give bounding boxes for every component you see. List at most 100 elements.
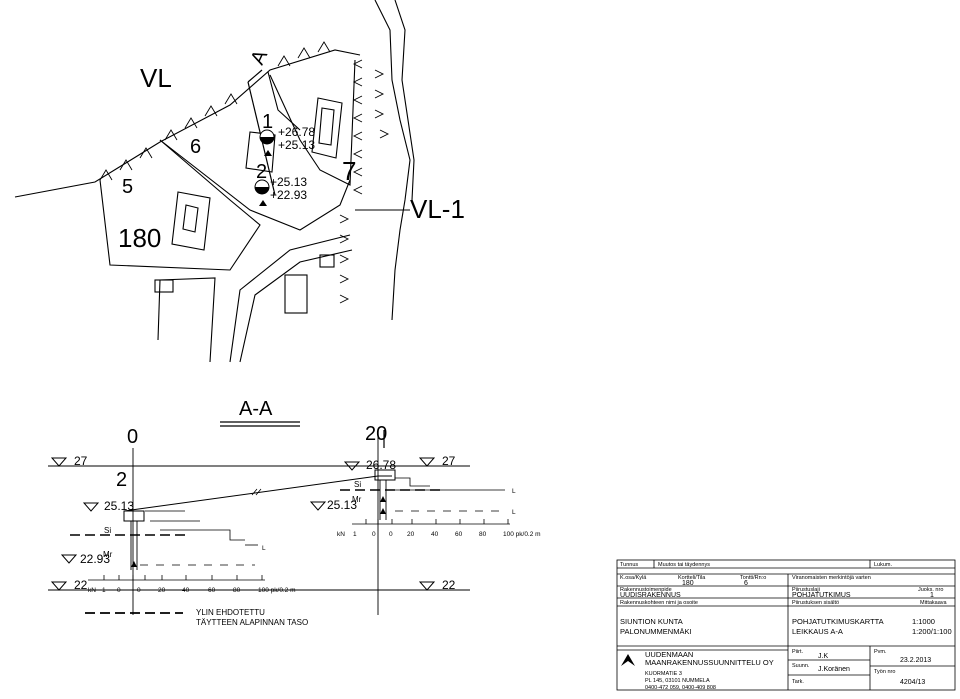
plot-boundary-upper [14, 49, 361, 198]
tb-tontti-label: Tontti/Rn:o [740, 575, 766, 581]
bh1-scale-1: 1 [353, 531, 357, 538]
bh2-surface-label: 25.13 [104, 499, 134, 513]
tb-juoks-label: Juoks. nro [918, 587, 943, 593]
lot-divider [159, 139, 351, 231]
tb-pvm-label: Pvm. [874, 649, 887, 655]
tb-juoks-value: 1 [930, 592, 934, 599]
borehole-1-symbol [259, 129, 275, 156]
bh2-refusal-sup: Mr [103, 550, 113, 559]
tb-tontti-value: 6 [744, 580, 748, 587]
bh1-scale-100: 100 pk/0.2 m [503, 531, 541, 538]
bh2-surface-marker [82, 502, 100, 512]
bh1-surface-label: 26.78 [366, 458, 396, 472]
tb-tyon-label: Työn nro [874, 669, 895, 675]
tb-kortteli-label: Kortteli/Tila [678, 575, 706, 581]
bh1-refusal-label: 25.13 [327, 498, 357, 512]
shed-2 [284, 274, 308, 314]
tb-sisalto-line-2: LEIKKAUS A-A [792, 627, 843, 636]
tb-kosa-label: K.osa/Kylä [620, 575, 647, 581]
tb-kohde-line-1: SIUNTION KUNTA [620, 617, 683, 626]
borehole-2-symbol [254, 179, 270, 206]
legend-line-1: YLIN EHDOTETTU [196, 608, 265, 617]
tb-address-line-1: KUORMATIE 3 [645, 671, 682, 677]
level-27-right-label: 27 [442, 454, 456, 468]
tb-scale-line-2: 1:200/1:100 [912, 627, 952, 636]
section-point-2-label: 2 [116, 469, 127, 491]
plot-boundary-main [99, 139, 261, 271]
stream-line-2 [394, 0, 415, 201]
lot-7-boundary [269, 59, 356, 186]
title-block [616, 559, 956, 691]
section-marker-arrow [247, 69, 263, 83]
road-edge-3 [239, 249, 353, 363]
tb-suunn-label: Suunn. [792, 663, 810, 669]
bh2-scale-0a: 0 [117, 587, 121, 594]
lot-5-label: 5 [122, 176, 133, 198]
bh1-arrow-2 [380, 508, 386, 514]
bh2-soil-label: Si [104, 526, 111, 535]
section-title: A-A [239, 398, 273, 420]
bh2-arrow-1 [131, 561, 137, 567]
bh2-profile-steps [145, 510, 245, 541]
bh1-scale-ticks [365, 519, 509, 524]
slope-symbols [99, 41, 390, 304]
company-logo-icon [621, 654, 635, 666]
shed-3 [319, 254, 335, 268]
tb-tunnus-label: Tunnus [620, 562, 638, 568]
bh2-scale-60: 60 [208, 587, 216, 594]
bh1-scale-0a: 0 [372, 531, 376, 538]
level-22-left-marker [50, 581, 68, 591]
bh2-scale-80: 80 [233, 587, 241, 594]
level-27-left-marker [50, 457, 68, 467]
bh2-refusal-marker [60, 554, 78, 564]
tb-pvm-value: 23.2.2013 [900, 657, 931, 664]
point-1-level-bottom: +25.13 [278, 138, 315, 152]
zone-vl-label: VL [140, 63, 172, 93]
point-2-label: 2 [256, 161, 267, 183]
bh1-side-mark-upper: L [512, 488, 516, 495]
lot-edge-upper [267, 71, 301, 131]
tb-kortteli-value: 180 [682, 580, 694, 587]
tb-mittakaava-label: Mittakaava [920, 600, 948, 606]
tb-muutos-label: Muutos tai täydennys [658, 562, 710, 568]
tb-toimenpide-label: Rakennustoimenpide [620, 587, 672, 593]
tb-piirustuslaji-label: Piirustuslaji [792, 587, 820, 593]
tb-lukum-label: Lukum. [874, 562, 893, 568]
lot-6-label: 6 [190, 136, 201, 158]
bh1-scale-20: 20 [407, 531, 415, 538]
tb-scale-line-1: 1:1000 [912, 617, 935, 626]
level-22-right-marker [418, 581, 436, 591]
bh1-scale-0b: 0 [389, 531, 393, 538]
bh1-scale-60: 60 [455, 531, 463, 538]
level-27-left-label: 27 [74, 454, 88, 468]
bh1-cap [374, 469, 396, 481]
bh2-scale-40: 40 [182, 587, 190, 594]
tb-viranomais-label: Viranomaisten merkintöjä varten [792, 575, 871, 581]
stream-line-1 [374, 0, 411, 321]
tb-suunn-value: J.Koränen [818, 666, 850, 673]
site-plan [14, 0, 415, 363]
section-marker-label: A [247, 46, 273, 68]
tb-company-line-1: UUDENMAAN [645, 650, 693, 659]
bh2-side-mark: L [262, 545, 266, 552]
bh2-scale-100: 100 pk/0.2 m [258, 587, 296, 594]
tb-kohde-label: Rakennuskohteen nimi ja osoite [620, 600, 698, 606]
bh2-scale-20: 20 [158, 587, 166, 594]
bh1-scale-40: 40 [431, 531, 439, 538]
shed-1 [154, 279, 174, 293]
bh1-scale-80: 80 [479, 531, 487, 538]
bh1-refusal-sup: Mr [352, 495, 362, 504]
legend-line-2: TÄYTTEEN ALAPINNAN TASO [196, 618, 308, 627]
bh2-refusal-label: 22.93 [80, 552, 110, 566]
tb-address-line-2: PL 145, 03101 NUMMELA [645, 678, 710, 684]
level-22-left-label: 22 [74, 578, 88, 592]
slope-mark [251, 488, 262, 496]
x-label-20: 20 [365, 423, 387, 445]
bh2-scale-0b: 0 [137, 587, 141, 594]
building-lot-7 [311, 97, 343, 159]
tb-kohde-line-2: PALONUMMENMÄKI [620, 627, 692, 636]
bh2-cap [123, 510, 145, 522]
point-1-label: 1 [262, 111, 273, 133]
bh1-profile-steps [395, 477, 505, 491]
